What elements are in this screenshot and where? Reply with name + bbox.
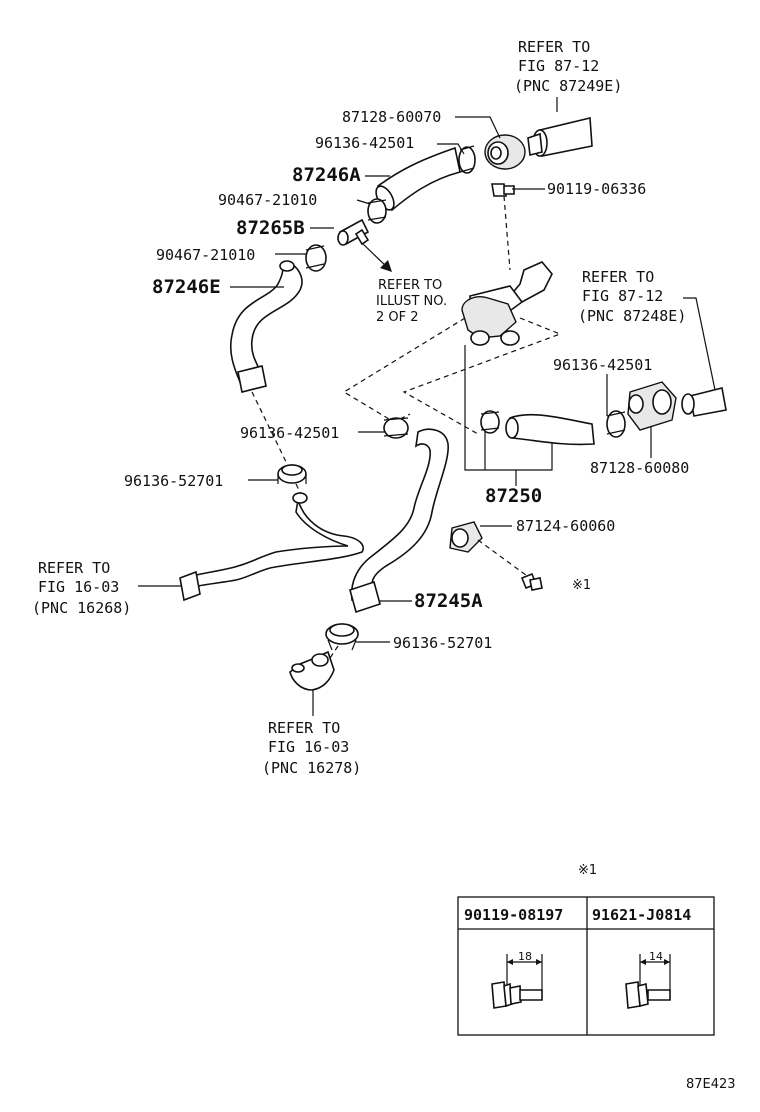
- leaders: [138, 97, 716, 716]
- ref-left-line1: REFER TO: [38, 559, 110, 577]
- hose-87245A: [349, 428, 449, 614]
- ref-right-line1: REFER TO: [582, 268, 654, 286]
- table-mark: ※1: [578, 863, 597, 878]
- mark1-label: ※1: [572, 578, 591, 593]
- label-96136-52701-a: 96136-52701: [124, 472, 223, 490]
- ref-left-line2: FIG 16-03: [38, 578, 119, 596]
- refer-arrow: [361, 242, 392, 272]
- ref-illust-line2: ILLUST NO.: [376, 294, 447, 309]
- right-pipe: [681, 387, 727, 417]
- grommet-87128-60070: [484, 134, 526, 170]
- ref-illust-line1: REFER TO: [378, 278, 442, 293]
- connector-87265B: [337, 218, 370, 246]
- clamp-52701-a: [277, 464, 307, 484]
- bracket-87124-60060: [449, 521, 483, 553]
- dim-1: 18: [518, 950, 532, 963]
- grommet-87128-60080: [627, 381, 677, 431]
- bolt-drawing-1: 18: [491, 950, 543, 1009]
- label-96136-52701-b: 96136-52701: [393, 634, 492, 652]
- hose-87250: [505, 413, 595, 446]
- label-96136-42501-c: 96136-42501: [553, 356, 652, 374]
- bolt-drawing-2: 14: [625, 950, 671, 1009]
- label-87246E: 87246E: [152, 276, 221, 298]
- label-90119-06336: 90119-06336: [547, 180, 646, 198]
- hose-87246A: [375, 146, 461, 212]
- label-87265B: 87265B: [236, 217, 305, 239]
- table-header-1: 90119-08197: [464, 906, 563, 924]
- bolt-table: ※1 90119-08197 91621-J0814 18 14: [457, 863, 715, 1036]
- top-pipe: [527, 117, 593, 157]
- ref-right-line3: (PNC 87248E): [578, 307, 686, 325]
- label-87245A: 87245A: [414, 590, 483, 612]
- bottom-elbow: [289, 650, 335, 691]
- valve-bracket: [461, 261, 553, 346]
- label-96136-42501-b: 96136-42501: [240, 424, 339, 442]
- dim-2: 14: [649, 950, 663, 963]
- clamp-top: [458, 145, 476, 174]
- bolt-mark1: [520, 572, 543, 591]
- label-96136-42501-a: 96136-42501: [315, 134, 414, 152]
- bolt-90119-06336: [491, 183, 515, 197]
- label-87128-60080: 87128-60080: [590, 459, 689, 477]
- label-90467-21010-a: 90467-21010: [218, 191, 317, 209]
- clamp-87250-left: [480, 410, 500, 434]
- label-87124-60060: 87124-60060: [516, 517, 615, 535]
- table-header-2: 91621-J0814: [592, 906, 691, 924]
- ref-bottom-line1: REFER TO: [268, 719, 340, 737]
- label-87128-60070: 87128-60070: [342, 108, 441, 126]
- clamp-right: [606, 410, 626, 438]
- clamp-90467-b: [305, 244, 327, 272]
- ref-bottom-line3: (PNC 16278): [262, 759, 361, 777]
- left-pipe: [179, 492, 364, 602]
- clamp-mid-left: [383, 417, 409, 439]
- ref-top-line2: FIG 87-12: [518, 57, 599, 75]
- figure-code: 87E423: [686, 1077, 736, 1092]
- ref-bottom-line2: FIG 16-03: [268, 738, 349, 756]
- ref-right-line2: FIG 87-12: [582, 287, 663, 305]
- hose-87246E: [229, 260, 303, 393]
- ref-left-line3: (PNC 16268): [32, 599, 131, 617]
- ref-top-line1: REFER TO: [518, 38, 590, 56]
- label-87246A: 87246A: [292, 164, 361, 186]
- ref-top-line3: (PNC 87249E): [514, 77, 622, 95]
- clamp-52701-b: [325, 623, 359, 651]
- label-87250: 87250: [485, 485, 542, 507]
- clamp-90467-a: [367, 198, 387, 224]
- label-90467-21010-b: 90467-21010: [156, 246, 255, 264]
- ref-illust-line3: 2 OF 2: [376, 310, 419, 325]
